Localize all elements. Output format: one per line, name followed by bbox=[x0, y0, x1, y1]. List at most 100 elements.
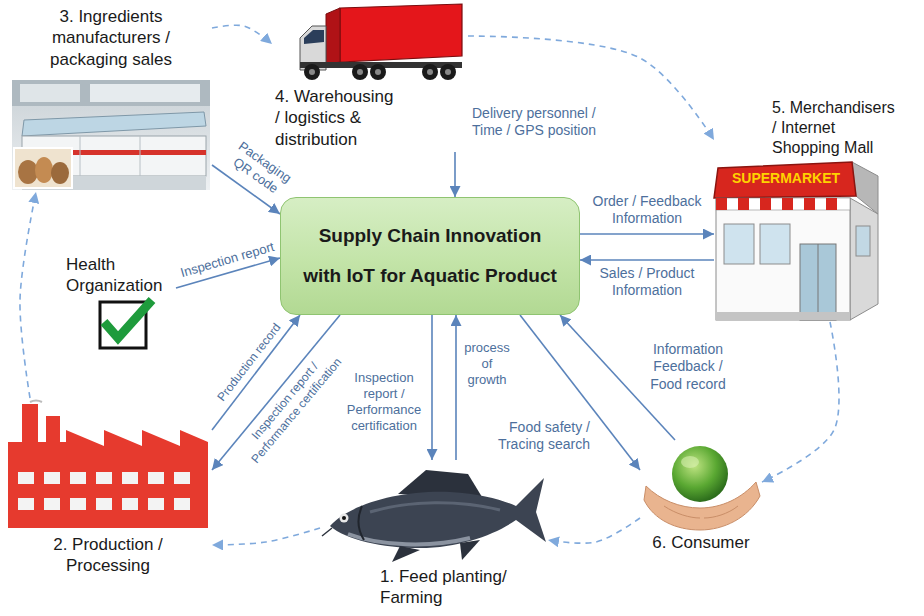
fish-picture-part bbox=[460, 540, 480, 560]
factory-picture-part bbox=[70, 498, 86, 510]
truck-picture-part bbox=[370, 64, 386, 80]
fish-picture-part bbox=[348, 534, 470, 544]
info-arrow bbox=[455, 315, 457, 460]
label-slot: 6. Consumer bbox=[646, 532, 756, 553]
stage-label: Health Organization bbox=[66, 254, 176, 297]
factory-picture-part bbox=[174, 472, 190, 484]
health-stage: Health Organization bbox=[66, 252, 176, 350]
label-slot: Food safety / Tracing search bbox=[490, 419, 590, 454]
factory-picture-part bbox=[44, 498, 60, 510]
freezer-photo-part bbox=[35, 157, 53, 183]
supermarket-picture-part bbox=[856, 226, 870, 256]
truck-picture-part bbox=[340, 4, 462, 62]
label-slot: Production record bbox=[214, 321, 284, 405]
factory-picture-part bbox=[148, 472, 164, 484]
truck-picture-part bbox=[352, 64, 368, 80]
info-arrow bbox=[580, 259, 714, 261]
supermarket-picture-part bbox=[850, 198, 878, 320]
supermarket-picture-part bbox=[804, 198, 815, 210]
truck-picture bbox=[300, 4, 462, 80]
freezer-photo-part bbox=[12, 80, 210, 190]
label-slot: Order / Feedback Information bbox=[586, 193, 708, 228]
fish-picture bbox=[322, 470, 546, 562]
supermarket-picture-part bbox=[782, 198, 793, 210]
supermarket-picture-part bbox=[826, 198, 837, 210]
label-slot: Delivery personnel / Time / GPS position bbox=[472, 105, 612, 140]
label-slot: Inspection report bbox=[179, 238, 277, 280]
supplier-stage: 3. Ingredients manufacturers / packaging… bbox=[10, 4, 212, 192]
stage-label: 4. Warehousing / logistics & distributio… bbox=[275, 86, 399, 150]
fish-picture-part bbox=[340, 514, 349, 523]
label-slot: 4. Warehousing / logistics & distributio… bbox=[275, 86, 399, 150]
supermarket-picture-part bbox=[714, 162, 856, 198]
freezer-photo-part bbox=[14, 148, 72, 188]
truck-picture-part bbox=[445, 69, 451, 75]
truck-picture-part bbox=[326, 8, 340, 64]
freezer-photo-part bbox=[90, 84, 200, 102]
factory-picture-part bbox=[122, 498, 138, 510]
factory-picture-part bbox=[18, 498, 34, 510]
edge-label: Information Feedback / Food record bbox=[640, 341, 736, 394]
factory-picture-part bbox=[96, 498, 112, 510]
cycle-arrow bbox=[212, 25, 272, 44]
label-slot: process of growth bbox=[462, 340, 512, 389]
fish-picture-part bbox=[392, 546, 420, 562]
edge-label: Food safety / Tracing search bbox=[490, 419, 590, 454]
freezer-photo-part bbox=[140, 136, 141, 176]
factory-picture-part bbox=[96, 472, 112, 484]
factory-picture-part bbox=[8, 458, 208, 528]
stage-label: 3. Ingredients manufacturers / packaging… bbox=[41, 6, 181, 70]
center-box: Supply Chain Innovation with IoT for Aqu… bbox=[280, 197, 580, 315]
edge-label: Order / Feedback Information bbox=[586, 193, 708, 228]
cycle-arrow bbox=[20, 192, 36, 398]
supermarket-picture-part bbox=[716, 312, 850, 320]
sign-text: SUPERMARKET bbox=[726, 170, 846, 188]
check-mark-symbol-part bbox=[104, 300, 152, 338]
check-mark-symbol bbox=[100, 300, 152, 348]
edge-label: Inspection report bbox=[179, 238, 277, 280]
truck-picture-part bbox=[427, 69, 433, 75]
cycle-arrow bbox=[468, 36, 714, 140]
freezer-photo-part bbox=[22, 112, 206, 136]
freezer-photo-part bbox=[12, 80, 210, 106]
cycle-arrow bbox=[548, 518, 640, 543]
logistics-stage: 4. Warehousing / logistics & distributio… bbox=[272, 2, 468, 152]
factory-picture-part bbox=[44, 472, 60, 484]
truck-picture-part bbox=[357, 69, 363, 75]
fish-picture-part bbox=[322, 528, 332, 536]
info-arrow bbox=[580, 233, 714, 235]
label-slot: SUPERMARKET bbox=[726, 170, 846, 188]
freezer-photo-part bbox=[18, 160, 38, 184]
fish-picture-part bbox=[342, 516, 346, 520]
stage-label: 6. Consumer bbox=[646, 532, 756, 553]
supermarket-picture-part bbox=[738, 198, 749, 210]
cycle-arrow bbox=[762, 322, 839, 482]
cycle-arrow bbox=[212, 528, 320, 545]
label-slot: Inspection report / Performance certific… bbox=[342, 370, 426, 435]
supermarket-picture-part bbox=[800, 244, 836, 320]
supermarket-picture-part bbox=[760, 224, 790, 264]
factory-picture-part bbox=[70, 472, 86, 484]
label-slot: Sales / Product Information bbox=[586, 265, 708, 300]
consumer-picture-part bbox=[681, 456, 699, 468]
consumer-picture-part bbox=[644, 482, 760, 530]
factory-picture-part bbox=[18, 472, 34, 484]
edge-label: process of growth bbox=[462, 340, 512, 389]
truck-picture-part bbox=[440, 64, 456, 80]
info-arrow bbox=[454, 152, 456, 197]
factory-picture-part bbox=[30, 401, 42, 403]
label-slot: Health Organization bbox=[66, 254, 176, 297]
supermarket-picture-part bbox=[724, 224, 754, 264]
label-slot: 2. Production / Processing bbox=[33, 534, 183, 577]
consumer-picture-part bbox=[704, 506, 738, 518]
edge-label: Production record bbox=[214, 321, 284, 405]
freezer-photo bbox=[12, 80, 210, 190]
edge-label: Sales / Product Information bbox=[586, 265, 708, 300]
supermarket-picture-part bbox=[716, 198, 727, 210]
fish-picture-part bbox=[358, 506, 364, 540]
truck-picture-part bbox=[304, 30, 324, 44]
truck-picture-part bbox=[304, 64, 320, 80]
consumer-picture-part bbox=[672, 446, 728, 502]
edge-label: Inspection report / Performance certific… bbox=[342, 370, 426, 435]
